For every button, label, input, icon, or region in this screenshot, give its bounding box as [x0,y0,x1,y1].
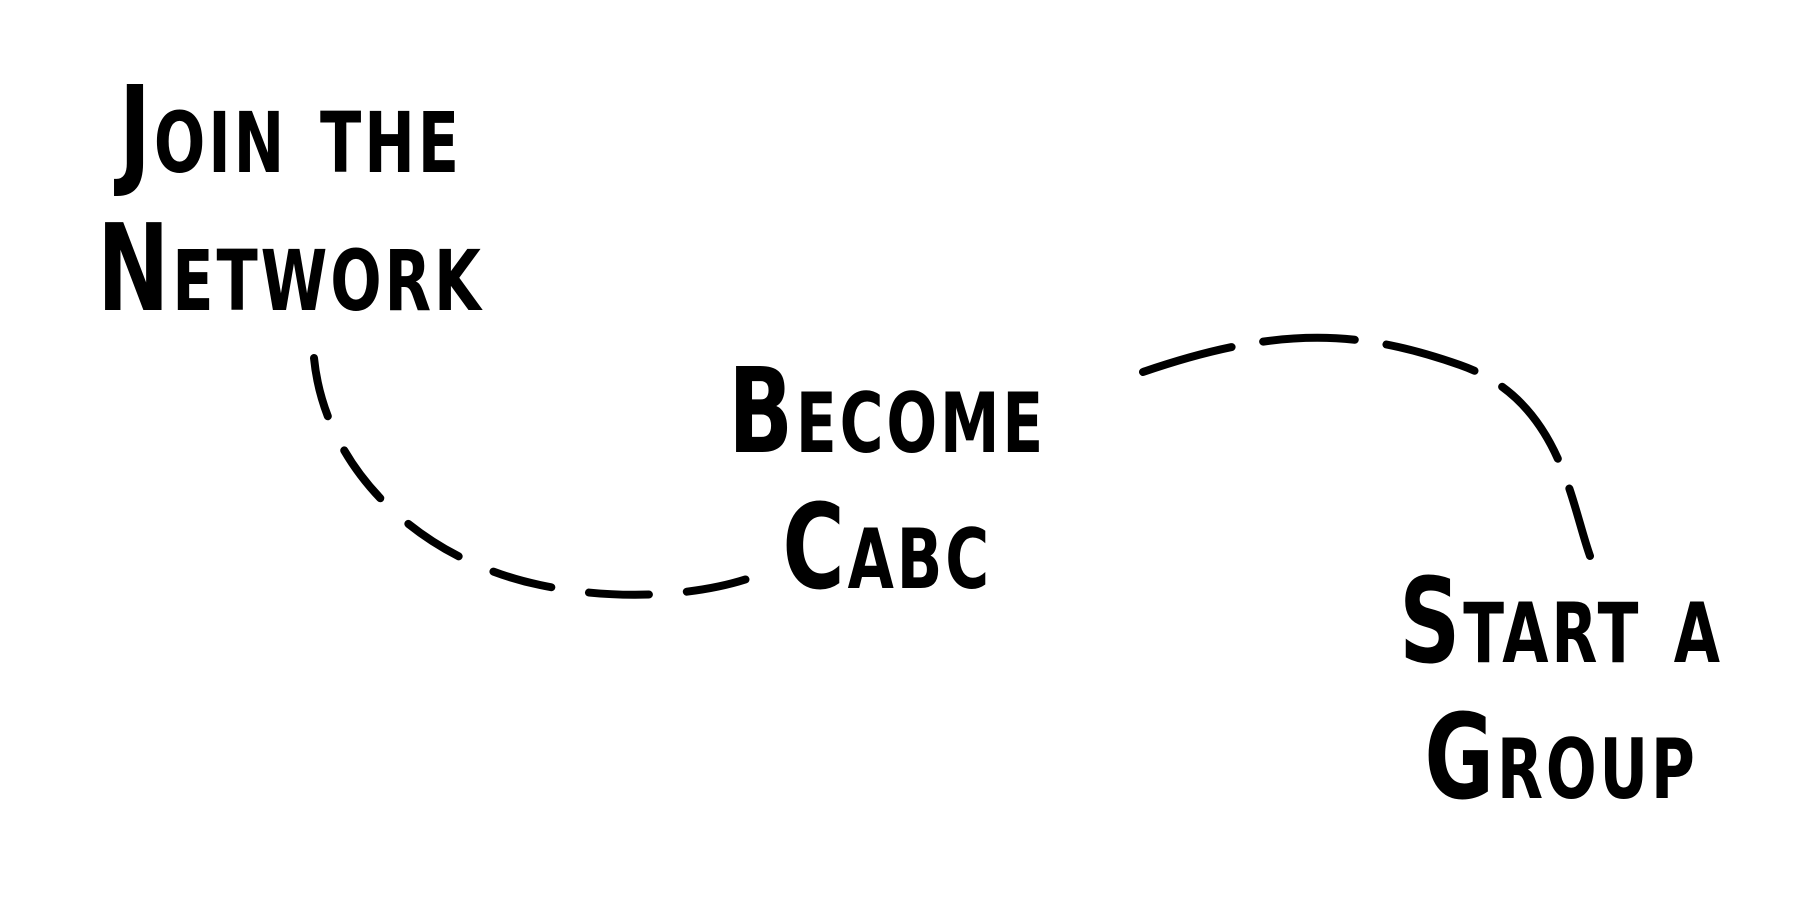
step-become-cabc: Become CABC [700,352,1074,606]
dashed-connector-join-to-cabc [310,354,754,599]
step-join-line-2: Network [97,200,484,339]
step-join-line-1: Join the [118,62,462,201]
dashed-connector-cabc-to-group [1139,333,1594,560]
step-group-line-1: Start a [1399,552,1723,690]
step-join-the-network: Join the Network [60,72,521,330]
step-start-a-group: Start a Group [1345,562,1777,816]
step-group-line-2: Group [1424,688,1698,826]
step-cabc-line-2: CABC [782,478,992,616]
step-cabc-line-1: Become [728,342,1047,480]
